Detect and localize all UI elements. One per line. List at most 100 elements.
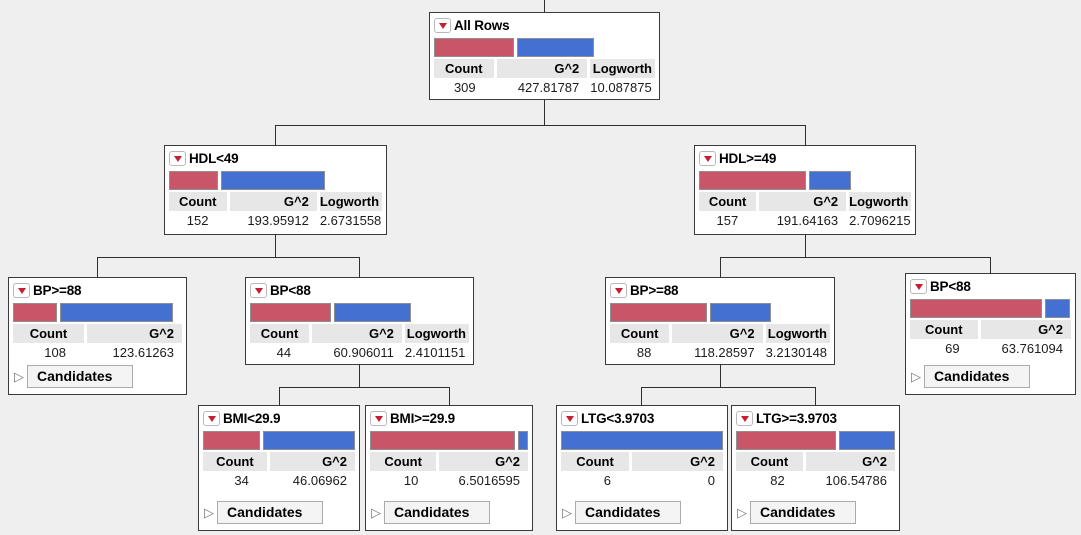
- count-header: Count: [434, 59, 494, 78]
- triangle-down-icon: [17, 287, 26, 294]
- g2-header: G^2: [229, 192, 317, 211]
- stats-header-row: Count G^2: [910, 320, 1071, 339]
- candidates-row: ▷ Candidates: [14, 365, 133, 388]
- red-triangle-menu-icon[interactable]: [699, 151, 716, 166]
- disclosure-triangle-icon[interactable]: ▷: [737, 505, 747, 520]
- red-triangle-menu-icon[interactable]: [610, 283, 627, 298]
- blue-bar-segment: [263, 430, 355, 450]
- logworth-header: Logworth: [590, 59, 655, 78]
- red-triangle-menu-icon[interactable]: [169, 151, 186, 166]
- blue-bar-segment: [1045, 298, 1070, 318]
- class-proportion-bar: [561, 430, 723, 450]
- red-triangle-menu-icon[interactable]: [370, 411, 387, 426]
- candidates-button[interactable]: Candidates: [575, 501, 681, 524]
- blue-bar-segment: [710, 302, 771, 322]
- triangle-down-icon: [207, 415, 216, 422]
- node-title: BMI>=29.9: [390, 411, 455, 426]
- g2-header: G^2: [632, 452, 723, 471]
- candidates-button[interactable]: Candidates: [27, 365, 133, 388]
- triangle-down-icon: [565, 415, 574, 422]
- count-value: 34: [234, 473, 249, 488]
- red-bar-segment: [370, 430, 516, 450]
- node-header: All Rows: [434, 15, 655, 36]
- g2-header: G^2: [672, 324, 763, 343]
- blue-bar-segment: [808, 170, 852, 190]
- stats-header-row: Count G^2 Logworth: [610, 324, 830, 343]
- node-header: BP>=88: [13, 280, 182, 301]
- g2-header: G^2: [759, 192, 847, 211]
- node-header: HDL>=49: [699, 148, 911, 169]
- red-triangle-menu-icon[interactable]: [434, 18, 451, 33]
- stats-header-row: Count G^2: [203, 452, 355, 471]
- count-value: 88: [636, 345, 652, 360]
- tree-connector: [275, 125, 806, 126]
- g2-header: G^2: [86, 324, 182, 343]
- red-bar-segment: [169, 170, 219, 190]
- logworth-header: Logworth: [319, 192, 383, 211]
- disclosure-triangle-icon[interactable]: ▷: [562, 505, 572, 520]
- count-value: 6: [603, 473, 612, 488]
- tree-connector: [720, 257, 991, 258]
- tree-node-bp-ge-88-right: BP>=88 Count G^2 Logworth 88 118.28597 3…: [605, 277, 835, 365]
- count-header: Count: [561, 452, 630, 471]
- g2-header: G^2: [805, 452, 895, 471]
- g2-header: G^2: [496, 59, 588, 78]
- class-proportion-bar: [13, 302, 175, 322]
- stats-value-row: 88 118.28597 3.2130148: [610, 345, 830, 363]
- blue-bar-segment: [221, 170, 326, 190]
- count-header: Count: [736, 452, 803, 471]
- class-proportion-bar: [910, 298, 1071, 318]
- triangle-down-icon: [173, 155, 182, 162]
- triangle-down-icon: [614, 287, 623, 294]
- triangle-down-icon: [703, 155, 712, 162]
- stats-header-row: Count G^2 Logworth: [699, 192, 912, 211]
- count-header: Count: [699, 192, 757, 211]
- red-triangle-menu-icon[interactable]: [561, 411, 578, 426]
- candidates-row: ▷ Candidates: [562, 501, 681, 524]
- class-proportion-bar: [169, 170, 331, 190]
- blue-bar-segment: [839, 430, 895, 450]
- node-header: LTG>=3.9703: [736, 408, 895, 429]
- tree-connector: [815, 387, 816, 406]
- disclosure-triangle-icon[interactable]: ▷: [14, 369, 24, 384]
- candidates-button[interactable]: Candidates: [750, 501, 856, 524]
- stats-header-row: Count G^2: [561, 452, 723, 471]
- red-triangle-menu-icon[interactable]: [13, 283, 30, 298]
- stats-value-row: 6 0: [561, 473, 723, 491]
- count-value: 10: [403, 473, 419, 488]
- g2-value: 6.5016595: [458, 473, 520, 488]
- stats-header-row: Count G^2 Logworth: [169, 192, 383, 211]
- node-header: BP>=88: [610, 280, 830, 301]
- tree-node-bp-ge-88-left: BP>=88 Count G^2 108 123.61263 ▷ Candida…: [8, 277, 187, 395]
- tree-connector: [641, 387, 642, 406]
- class-proportion-bar: [736, 430, 895, 450]
- stats-value-row: 309 427.81787 10.087875: [434, 80, 655, 98]
- g2-value: 60.906011: [333, 345, 394, 360]
- g2-value: 427.81787: [517, 80, 580, 95]
- red-triangle-menu-icon[interactable]: [736, 411, 753, 426]
- red-triangle-menu-icon[interactable]: [250, 283, 267, 298]
- tree-connector: [805, 234, 806, 258]
- disclosure-triangle-icon[interactable]: ▷: [204, 505, 214, 520]
- tree-node-bmi-lt-29.9: BMI<29.9 Count G^2 34 46.06962 ▷ Candida…: [198, 405, 360, 531]
- g2-header: G^2: [980, 320, 1071, 339]
- stats-value-row: 157 191.64163 2.7096215: [699, 213, 911, 231]
- tree-connector: [97, 257, 98, 278]
- disclosure-triangle-icon[interactable]: ▷: [371, 505, 381, 520]
- triangle-down-icon: [438, 22, 447, 29]
- red-triangle-menu-icon[interactable]: [203, 411, 220, 426]
- tree-connector: [275, 125, 276, 146]
- g2-value: 106.54786: [825, 473, 887, 488]
- node-title: BP<88: [270, 283, 311, 298]
- node-title: LTG>=3.9703: [756, 411, 837, 426]
- count-header: Count: [910, 320, 978, 339]
- disclosure-triangle-icon[interactable]: ▷: [911, 369, 921, 384]
- red-triangle-menu-icon[interactable]: [910, 279, 927, 294]
- candidates-button[interactable]: Candidates: [384, 501, 490, 524]
- stats-header-row: Count G^2 Logworth: [250, 324, 469, 343]
- g2-header: G^2: [439, 452, 528, 471]
- candidates-button[interactable]: Candidates: [217, 501, 323, 524]
- candidates-button[interactable]: Candidates: [924, 365, 1030, 388]
- red-bar-segment: [699, 170, 806, 190]
